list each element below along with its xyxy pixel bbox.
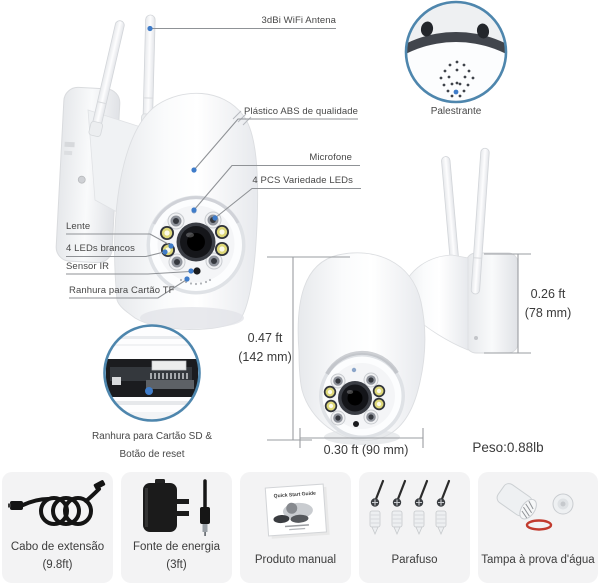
accessory-card-extension-cable: Cabo de extensão (9.8ft) — [2, 472, 113, 583]
product-manual-icon: Quick Start Guide — [246, 478, 346, 553]
accessory-card-power-adapter: Fonte de energia (3ft) — [121, 472, 232, 583]
label-ir-sensor: Sensor IR — [66, 261, 110, 272]
svg-text:Quick Start Guide: Quick Start Guide — [273, 491, 316, 500]
accessory-label: Cabo de extensão (9.8ft) — [10, 541, 105, 572]
label-microphone: Microfone — [309, 152, 352, 163]
dimension-height-ft: 0.47 ft — [247, 331, 283, 345]
sd-inset-caption-line1: Ranhura para Cartão SD & — [91, 431, 213, 442]
accessory-label: Produto manual — [254, 554, 337, 567]
dimension-height-mm: (142 mm) — [238, 350, 292, 364]
label-wifi-antenna: 3dBi WiFi Antena — [261, 15, 336, 26]
label-variety-leds: 4 PCS Variedade LEDs — [252, 175, 353, 186]
sd-inset-caption-line2: Botão de reset — [119, 449, 185, 460]
power-adapter-icon — [127, 478, 227, 547]
label-lens: Lente — [66, 221, 91, 232]
accessory-card-product-manual: Quick Start Guide Produto manual — [240, 472, 351, 583]
dimension-depth-mm: (78 mm) — [524, 306, 572, 320]
extension-cable-icon — [7, 478, 108, 547]
accessory-label: Tampa à prova d'água — [481, 554, 595, 567]
speaker-inset-caption: Palestrante — [430, 106, 482, 117]
dimension-depth-ft: 0.26 ft — [530, 287, 566, 301]
label-white-leds: 4 LEDs brancos — [66, 243, 135, 254]
accessory-label: Fonte de energia (3ft) — [133, 541, 220, 572]
label-tf-slot: Ranhura para Cartão TF — [69, 285, 175, 296]
screws-icon — [365, 478, 465, 549]
weight-text: Peso:0.88lb — [472, 440, 544, 455]
accessory-card-screws: Parafuso — [359, 472, 470, 583]
accessory-card-waterproof-cap: Tampa à prova d'água — [478, 472, 598, 583]
waterproof-cap-icon — [483, 478, 593, 547]
dimension-width: 0.30 ft (90 mm) — [323, 443, 409, 457]
accessory-row: Cabo de extensão (9.8ft) Fon — [2, 472, 598, 583]
label-abs-plastic: Plástico ABS de qualidade — [244, 106, 358, 117]
accessory-label: Parafuso — [391, 554, 438, 567]
